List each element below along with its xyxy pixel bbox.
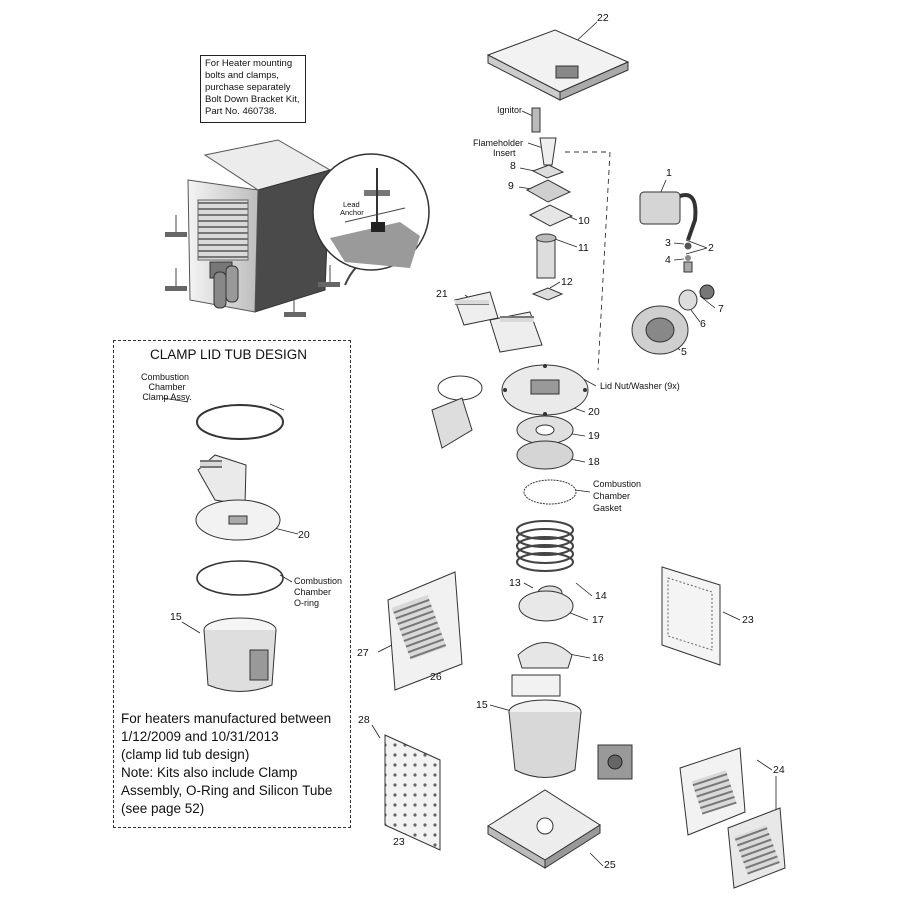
- clamp-part-15-label: 15: [170, 611, 182, 623]
- part-number-14: 14: [595, 590, 607, 602]
- part-number-28: 28: [358, 714, 370, 726]
- lead-anchor-label: Anchor: [340, 208, 364, 217]
- part-number-12: 12: [561, 276, 573, 288]
- base-part-25: [487, 789, 601, 869]
- clamp-note-line: For heaters manufactured between: [121, 711, 332, 726]
- part-number-11: 11: [578, 242, 589, 254]
- part-number-22: 22: [597, 12, 609, 24]
- oring-label: Chamber: [294, 587, 332, 597]
- mounting-bracket: [318, 282, 340, 287]
- clamp-part-20-label: 20: [298, 529, 310, 541]
- part-number-4: 4: [665, 254, 671, 266]
- lead-anchor-label: Lead: [343, 200, 360, 209]
- dashed-connection: [565, 151, 611, 371]
- mounting-note-line: For Heater mounting: [205, 58, 293, 69]
- part-number-17: 17: [592, 614, 604, 626]
- part-number-6: 6: [700, 318, 706, 330]
- tub-part-15: [508, 699, 582, 778]
- part-number-21: 21: [436, 288, 448, 300]
- panel-part-23-right: [661, 566, 721, 666]
- lid-nut-washer-label: Lid Nut/Washer (9x): [600, 381, 680, 391]
- part-number-10: 10: [578, 215, 590, 227]
- gas-valve-blower: [631, 191, 715, 355]
- mounting-bracket: [165, 286, 187, 291]
- flameholder-label: Insert: [493, 148, 516, 158]
- clamp-note-line: (see page 52): [121, 801, 205, 816]
- part-number-3: 3: [665, 237, 671, 249]
- clamp-assy-label: Clamp Assy.: [142, 392, 192, 402]
- part-number-23-left: 23: [393, 836, 405, 848]
- clamp-assy-label: Combustion: [140, 372, 190, 382]
- part-number-13: 13: [509, 577, 521, 589]
- panel-part-24: [679, 747, 786, 889]
- clamp-note-line: 1/12/2009 and 10/31/2013: [121, 729, 279, 744]
- clamp-design-note: For heaters manufactured between 1/12/20…: [121, 710, 332, 818]
- part-number-5: 5: [681, 346, 687, 358]
- mounting-bracket: [165, 232, 187, 237]
- panel-part-26: [387, 571, 463, 691]
- part-number-24: 24: [773, 764, 785, 776]
- clamp-note-line: Assembly, O-Ring and Silicon Tube: [121, 783, 333, 798]
- clamp-note-line: Note: Kits also include Clamp: [121, 765, 298, 780]
- combustion-chamber-stack: [516, 415, 577, 505]
- clamp-design-artwork: [195, 404, 284, 692]
- part-number-19: 19: [588, 430, 600, 442]
- clamp-note-line: (clamp lid tub design): [121, 747, 250, 762]
- flameholder-label: Flameholder: [473, 138, 524, 148]
- mounting-note-line: Part No. 460738.: [205, 106, 277, 117]
- part-number-15: 15: [476, 699, 488, 711]
- heater-overview: [165, 139, 378, 317]
- anchor-inset: [312, 153, 430, 271]
- part-number-23-right: 23: [742, 614, 754, 626]
- panel-part-23-left: [384, 734, 441, 851]
- gasket-label: Gasket: [593, 503, 622, 513]
- baffle-parts: [511, 585, 574, 697]
- mounting-note-line: bolts and clamps,: [205, 70, 279, 81]
- part-number-8: 8: [510, 160, 516, 172]
- gasket-label: Chamber: [593, 491, 631, 501]
- oring-label: O-ring: [294, 598, 320, 608]
- part-number-20: 20: [588, 406, 600, 418]
- clamp-design-title: CLAMP LID TUB DESIGN: [150, 347, 308, 362]
- part-number-26: 26: [430, 671, 442, 683]
- mounting-note-line: purchase separately: [205, 82, 291, 93]
- manifold: [597, 744, 633, 780]
- clamp-lid-tub-design-box: [113, 340, 351, 828]
- heat-exchanger-coil: [516, 520, 574, 572]
- clamp-assy-label: Chamber: [148, 382, 186, 392]
- burner-small-parts: [525, 107, 574, 301]
- part-number-1: 1: [666, 167, 672, 179]
- part-number-25: 25: [604, 859, 616, 871]
- part-number-27: 27: [357, 647, 369, 659]
- mounting-note-line: Bolt Down Bracket Kit,: [205, 94, 300, 105]
- part-number-16: 16: [592, 652, 604, 664]
- part-number-7: 7: [718, 303, 724, 315]
- ignitor-label: Ignitor: [497, 105, 523, 115]
- lid-part-20: [501, 364, 589, 416]
- part-number-18: 18: [588, 456, 600, 468]
- control-box: [431, 375, 483, 449]
- mounting-note-box: For Heater mounting bolts and clamps, pu…: [200, 55, 306, 123]
- mounting-bracket: [284, 312, 306, 317]
- gasket-label: Combustion: [593, 479, 642, 489]
- top-cover-part-22: [486, 29, 630, 101]
- burner-tray-part-21: [454, 291, 543, 353]
- part-number-2: 2: [708, 242, 714, 254]
- part-number-9: 9: [508, 180, 514, 192]
- oring-label: Combustion: [294, 576, 343, 586]
